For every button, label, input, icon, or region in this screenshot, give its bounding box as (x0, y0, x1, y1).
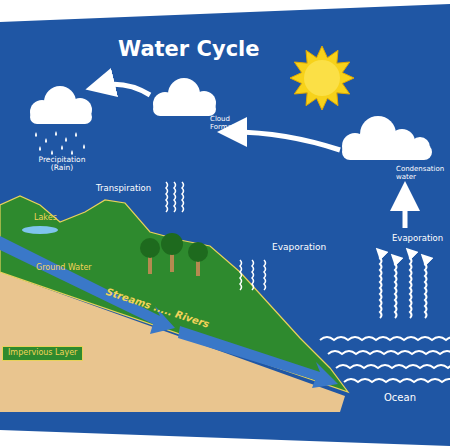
cycle-arrow (232, 132, 340, 150)
ground-water-label: Ground Water (36, 264, 106, 273)
evaporation-label: Evaporation (392, 234, 448, 243)
ocean-label: Ocean (384, 392, 434, 403)
vapour-lines (166, 182, 427, 318)
cloud (342, 116, 432, 160)
sun (290, 46, 354, 110)
lake (22, 226, 58, 234)
diagram-title: Water Cycle (118, 38, 260, 61)
cloud-label: Cloud Formation (210, 116, 254, 131)
trees (140, 233, 208, 276)
cloud (153, 78, 216, 116)
green-hill (0, 196, 348, 392)
ocean-waves (320, 337, 450, 382)
transpiration-label: Transpiration (96, 184, 162, 193)
rain-label: Precipitation (Rain) (30, 156, 94, 173)
impervious-layer-band: Impervious Layer (2, 346, 83, 361)
ground-water-arrow (0, 236, 175, 334)
band-label: Impervious Layer (8, 349, 77, 358)
cycle-arrow (100, 84, 150, 95)
cycle-arrow (403, 196, 408, 228)
rain-drops (35, 131, 85, 155)
cloud (30, 86, 92, 124)
condensation-label: Condensation water (396, 166, 448, 181)
ground-water-arrow (178, 326, 338, 388)
lakes-label: Lakes (34, 214, 74, 223)
evaporation-label: Evaporation (272, 243, 342, 253)
